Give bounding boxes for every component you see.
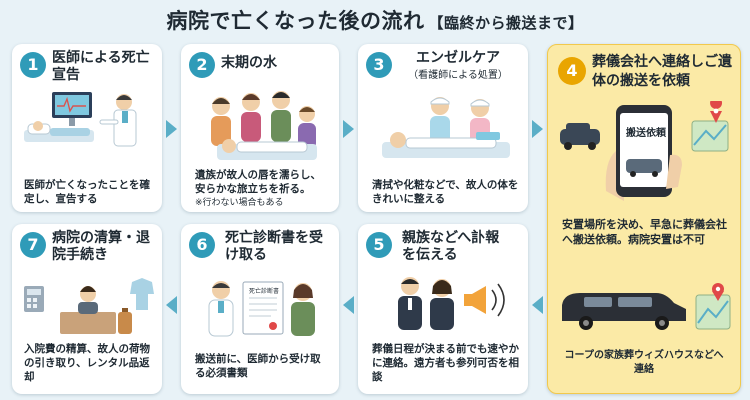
step-note: ※行わない場合もある xyxy=(195,198,284,208)
step-number: 5 xyxy=(366,232,392,258)
nurse-illustration xyxy=(382,97,510,158)
step-description-text: 遺族が故人の唇を濡らし、安らかな旅立ちを祈る。 xyxy=(195,169,321,195)
step-description: 医師が亡くなったことを確定し、宣告する xyxy=(24,179,150,205)
phone-request-illustration xyxy=(560,101,729,201)
step-card-2: 2 末期の水 遺族が故人の唇を濡らし、安らかな旅立ちを祈る。 ※行わない場合もあ… xyxy=(181,44,339,212)
certificate-text: 死亡診断書 xyxy=(248,288,279,295)
title-main: 病院で亡くなった後の流れ xyxy=(166,9,425,33)
step-description: 葬儀日程が決まる前でも速やかに連絡。遠方者も参列可否を相談 xyxy=(372,343,519,383)
doctor-illustration xyxy=(24,92,137,147)
step-title: 病院の清算・退院手続き xyxy=(52,230,150,263)
title-sub: 【臨終から搬送まで】 xyxy=(428,14,584,32)
step-number: 7 xyxy=(20,232,46,258)
step-card-3: 3 エンゼルケア （看護師による処置） 清拭や化粧などで、故人の体をきれいに整え… xyxy=(358,44,528,212)
step-description: 遺族が故人の唇を濡らし、安らかな旅立ちを祈る。 ※行わない場合もある xyxy=(195,168,331,210)
step-title: 葬儀会社へ連絡しご遺体の搬送を依頼 xyxy=(592,54,732,89)
step-card-6: 6 死亡診断書を受け取る 死亡診断書 搬送前に、医師から受け取る必須書類 xyxy=(181,224,339,394)
step-description: 搬送前に、医師から受け取る必須書類 xyxy=(195,353,321,379)
family-illustration xyxy=(211,91,317,160)
step-card-7: 7 病院の清算・退院手続き 入院費の精算、故人の荷物の引き取り、レンタル品返却 xyxy=(12,224,162,394)
checkout-illustration xyxy=(24,278,154,334)
step-card-1: 1 医師による死亡宣告 医師が亡くなったことを確定し、宣告する xyxy=(12,44,162,212)
page-title: 病院で亡くなった後の流れ【臨終から搬送まで】 xyxy=(0,6,750,36)
step-title: 親族などへ訃報を伝える xyxy=(402,230,500,263)
step-description: 入院費の精算、故人の荷物の引き取り、レンタル品返却 xyxy=(24,343,150,383)
step-number: 6 xyxy=(189,232,215,258)
arrow-right-icon xyxy=(343,120,354,138)
step-title: 末期の水 xyxy=(221,55,277,71)
relatives-illustration xyxy=(398,277,505,330)
step-subtitle: （看護師による処置） xyxy=(408,70,508,81)
arrow-right-icon xyxy=(166,120,177,138)
phone-screen-text: 搬送依頼 xyxy=(626,128,666,139)
step-card-5: 5 親族などへ訃報を伝える 葬儀日程が決まる前でも速やかに連絡。遠方者も参列可否… xyxy=(358,224,528,394)
step-title: 死亡診断書を受け取る xyxy=(225,230,323,263)
step-number: 3 xyxy=(366,52,392,78)
arrow-right-icon xyxy=(532,120,543,138)
step-title-text: エンゼルケア xyxy=(416,50,500,66)
step-title: エンゼルケア （看護師による処置） xyxy=(394,50,522,84)
step-title: 医師による死亡宣告 xyxy=(52,50,150,83)
step-card-4: 4 葬儀会社へ連絡しご遺体の搬送を依頼 搬送依頼 安置場所を決め、早急に葬儀会社… xyxy=(547,44,741,394)
step-number: 2 xyxy=(189,52,215,78)
arrow-left-icon xyxy=(343,296,354,314)
step-description: 清拭や化粧などで、故人の体をきれいに整える xyxy=(372,179,519,205)
hearse-illustration xyxy=(562,283,731,330)
step-description: 安置場所を決め、早急に葬儀会社へ搬送依頼。病院安置は不可 xyxy=(562,218,727,246)
step-number: 4 xyxy=(558,57,586,85)
arrow-left-icon xyxy=(532,296,543,314)
arrow-left-icon xyxy=(166,296,177,314)
certificate-illustration xyxy=(208,281,315,337)
step-number: 1 xyxy=(20,52,46,78)
step-footer: コープの家族葬ウィズハウスなどへ連絡 xyxy=(564,350,724,375)
